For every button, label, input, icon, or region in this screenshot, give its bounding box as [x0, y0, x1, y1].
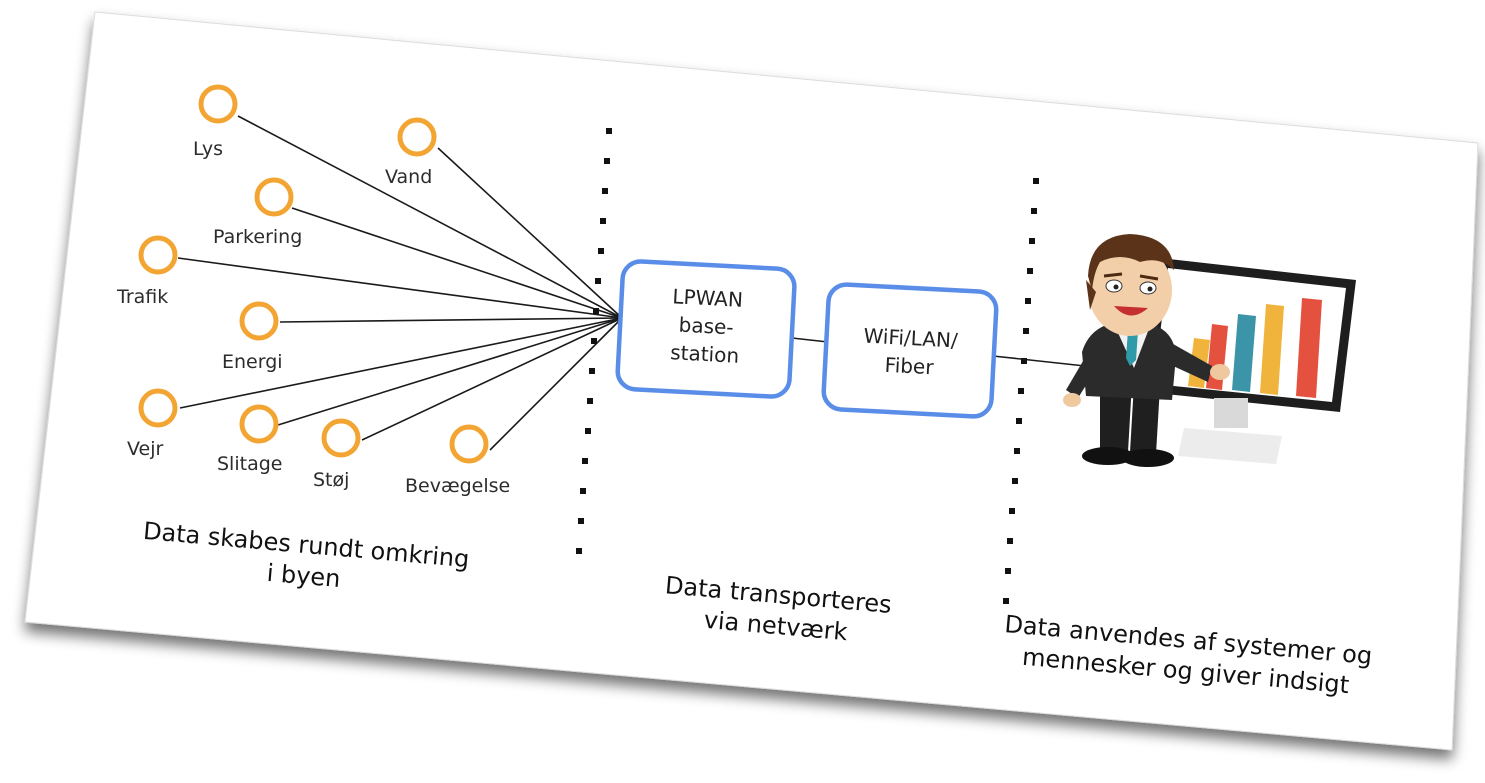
sensor-icon: [397, 117, 437, 157]
sensor-label: Bevægelse: [405, 475, 510, 497]
businessman-presenter-icon: [1063, 234, 1230, 467]
separator-left: [576, 128, 612, 554]
sensor-label: Slitage: [217, 453, 282, 475]
sensor-slitage: Slitage: [217, 404, 282, 475]
sensor-icon: [321, 418, 361, 458]
sensor-stoej: Støj: [313, 418, 361, 491]
sensor-label: Støj: [313, 469, 349, 491]
node-lpwan-line2: base-: [678, 313, 734, 340]
sensor-icon: [449, 424, 489, 464]
link-wifi-user: [992, 355, 1086, 367]
sensor-vejr: Vejr: [127, 388, 178, 460]
sensor-parkering: Parkering: [213, 177, 302, 248]
node-lpwan-line3: station: [670, 340, 740, 368]
node-wifi-lan-fiber: WiFi/LAN/ Fiber: [821, 282, 999, 419]
sensor-icon: [138, 388, 178, 428]
sensor-lys: Lys: [193, 84, 238, 160]
caption-create-line2: i byen: [266, 559, 342, 593]
sensor-label: Trafik: [116, 286, 168, 308]
sensor-icon: [254, 177, 294, 217]
separator-right: [1003, 178, 1039, 604]
sensor-label: Lys: [193, 138, 223, 160]
node-lpwan-line1: LPWAN: [672, 284, 744, 312]
node-lpwan-basestation: LPWAN base- station: [615, 259, 797, 399]
sensor-vand: Vand: [385, 117, 437, 188]
sensor-icon: [198, 84, 238, 124]
sensor-label: Energi: [222, 351, 283, 373]
sensor-label: Vejr: [127, 438, 163, 460]
sensor-icon: [239, 301, 279, 341]
sensor-energi: Energi: [222, 301, 283, 373]
sensor-icon: [239, 404, 279, 444]
sensor-label: Parkering: [213, 226, 302, 248]
node-wifi-line1: WiFi/LAN/: [863, 324, 959, 353]
sensor-connections: [177, 115, 623, 451]
sensor-icon: [138, 235, 178, 275]
node-wifi-line2: Fiber: [884, 353, 935, 380]
link-lpwan-wifi: [791, 337, 829, 343]
sensor-bevaegelse: Bevægelse: [405, 424, 510, 497]
sensor-trafik: Trafik: [116, 235, 178, 308]
sensor-label: Vand: [385, 166, 432, 188]
